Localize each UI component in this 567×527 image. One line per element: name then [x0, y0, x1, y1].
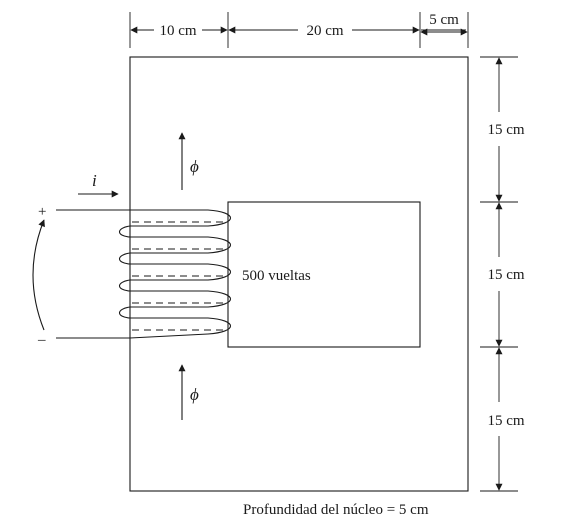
top-dimension	[129, 12, 469, 48]
core-depth-caption: Profundidad del núcleo = 5 cm	[243, 502, 429, 518]
current-label: i	[92, 171, 97, 190]
dim-top-left: 10 cm	[159, 23, 196, 39]
dim-top-right: 5 cm	[429, 12, 459, 28]
turns-label: 500 vueltas	[242, 268, 311, 284]
voltage-arc-arrow	[32, 219, 45, 331]
dim-top-middle: 20 cm	[306, 23, 343, 39]
core-window	[227, 201, 421, 348]
dim-right-top: 15 cm	[487, 122, 524, 138]
right-dimension	[480, 56, 518, 492]
plus-terminal: +	[38, 204, 46, 220]
coil-windings	[118, 209, 231, 339]
core-outer-outline	[129, 56, 469, 492]
flux-label-bottom: ϕ	[190, 385, 199, 404]
dim-right-bottom: 15 cm	[487, 413, 524, 429]
flux-label-top: ϕ	[190, 157, 199, 176]
dim-right-middle: 15 cm	[487, 267, 524, 283]
minus-terminal: –	[37, 332, 46, 348]
